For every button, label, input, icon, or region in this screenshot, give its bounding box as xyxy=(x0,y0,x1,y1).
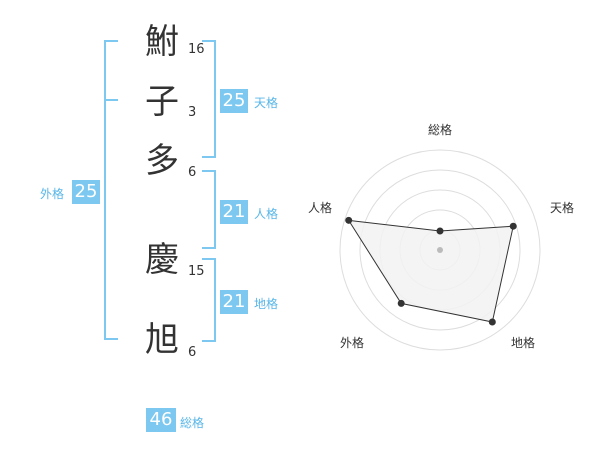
soukaku-label: 総格 xyxy=(180,416,205,430)
chikaku-value: 21 xyxy=(220,290,248,314)
name-char-2: 子 xyxy=(145,82,179,122)
radar-axis-label-soukaku: 総格 xyxy=(428,123,453,137)
name-char-3: 多 xyxy=(145,141,179,181)
radar-point xyxy=(436,227,444,235)
radar-axis-label-chikaku: 地格 xyxy=(511,336,536,350)
radar-axis-label-tenkaku: 天格 xyxy=(550,201,575,215)
tenkaku-label: 天格 xyxy=(254,96,279,110)
stroke-count-4: 15 xyxy=(188,264,205,279)
name-char-1: 鮒 xyxy=(145,22,179,62)
radar-center-dot xyxy=(437,247,443,253)
chikaku-bracket xyxy=(202,258,216,342)
radar-point xyxy=(345,216,353,224)
radar-ring xyxy=(359,169,521,331)
gaikaku-bracket xyxy=(104,40,118,340)
radar-axis-label-gaikaku: 外格 xyxy=(340,336,365,350)
radar-axis-label-jinkaku: 人格 xyxy=(308,201,333,215)
soukaku-value: 46 xyxy=(146,408,176,432)
gaikaku-value: 25 xyxy=(72,180,100,204)
radar-points xyxy=(345,216,517,326)
gaikaku-label: 外格 xyxy=(40,187,65,201)
radar-ring xyxy=(339,149,541,351)
stroke-count-5: 6 xyxy=(188,345,197,360)
stroke-count-3: 6 xyxy=(188,165,197,180)
jinkaku-bracket xyxy=(202,170,216,249)
radar-point xyxy=(509,222,517,230)
radar-point xyxy=(397,299,405,307)
stroke-count-1: 16 xyxy=(188,42,205,57)
radar-polygon xyxy=(347,219,514,323)
name-char-5: 旭 xyxy=(145,320,179,360)
jinkaku-value: 21 xyxy=(220,200,248,224)
gaikaku-bracket-tick xyxy=(104,99,118,101)
chikaku-label: 地格 xyxy=(254,297,279,311)
name-char-4: 慶 xyxy=(145,240,179,280)
jinkaku-label: 人格 xyxy=(254,207,279,221)
tenkaku-value: 25 xyxy=(220,89,248,113)
radar-point xyxy=(488,318,496,326)
tenkaku-bracket xyxy=(202,40,216,158)
stroke-count-2: 3 xyxy=(188,105,197,120)
